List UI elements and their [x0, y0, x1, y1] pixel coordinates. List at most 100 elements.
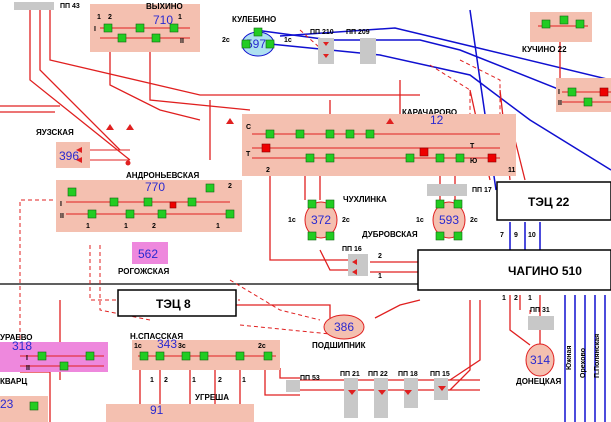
plant-tec22[interactable]: ТЭЦ 22 7 9 10 — [496, 181, 611, 239]
station-chukhlinka[interactable]: ЧУХЛИНКА 372 1с 2с — [288, 195, 387, 241]
station-nspasskaya-name: Н.СПАССКАЯ — [130, 332, 183, 341]
station-kulebino-name: КУЛЕБИНО — [232, 15, 276, 24]
feeder-markers — [76, 118, 446, 395]
pp209-label: ПП 209 — [346, 29, 370, 36]
svg-text:2: 2 — [164, 377, 168, 384]
svg-text:11: 11 — [508, 167, 516, 174]
plant-tec8[interactable]: ТЭЦ 8 — [117, 289, 237, 317]
point-pp16[interactable]: ПП 16 2 1 — [342, 246, 382, 280]
point-pp22[interactable]: ПП 22 — [368, 371, 388, 418]
point-pp18[interactable]: ПП 18 — [398, 371, 418, 408]
svg-text:1: 1 — [378, 273, 382, 280]
station-chukhlinka-num: 372 — [311, 213, 331, 227]
station-donetskaya[interactable]: 314 ДОНЕЦКАЯ — [516, 343, 562, 386]
station-ugresha[interactable]: УГРЕША 91 — [106, 393, 254, 422]
svg-text:1: 1 — [216, 223, 220, 230]
station-dubrovskaya-name: ДУБРОВСКАЯ — [362, 230, 418, 239]
station-vykhino[interactable]: ВЫХИНО 710 I II 1 2 1 — [90, 2, 200, 52]
point-pp210[interactable]: ПП 210 — [310, 29, 334, 64]
station-andronyevskaya-name: АНДРОНЬЕВСКАЯ — [126, 171, 199, 180]
svg-text:2: 2 — [378, 253, 382, 260]
svg-text:3с: 3с — [178, 343, 186, 350]
station-kvarts-name: КВАРЦ — [0, 377, 27, 386]
station-ugresha-num: 91 — [150, 403, 164, 417]
point-pp53[interactable]: ПП 53 — [286, 375, 320, 392]
svg-text:2: 2 — [108, 14, 112, 21]
station-chukhlinka-name: ЧУХЛИНКА — [343, 195, 387, 204]
station-karacharovo-num: 12 — [430, 113, 444, 127]
svg-text:Ю: Ю — [470, 158, 477, 165]
station-vykhino-name: ВЫХИНО — [146, 2, 183, 11]
svg-text:Т: Т — [470, 143, 475, 150]
svg-text:1: 1 — [178, 14, 182, 21]
svg-text:7: 7 — [500, 232, 504, 239]
svg-text:1: 1 — [150, 377, 154, 384]
svg-text:1с: 1с — [416, 217, 424, 224]
station-donetskaya-num: 314 — [530, 353, 550, 367]
station-karacharovo-name: КАРАЧАРОВО — [402, 108, 457, 117]
point-pp43[interactable]: ПП 43 — [14, 2, 80, 10]
station-karacharovo[interactable]: КАРАЧАРОВО 12 С Т Т Ю 2 11 — [242, 108, 516, 176]
station-nspasskaya[interactable]: Н.СПАССКАЯ 343 1с 3с 2с 1 2 1 2 1 — [130, 332, 280, 384]
pp18-label: ПП 18 — [398, 371, 418, 378]
svg-text:2с: 2с — [342, 217, 350, 224]
svg-text:1: 1 — [192, 377, 196, 384]
station-rogozhskaya[interactable]: 562 РОГОЖСКАЯ — [118, 242, 169, 276]
svg-text:2с: 2с — [258, 343, 266, 350]
station-kuchino[interactable]: КУЧИНО 22 — [522, 12, 592, 54]
svg-text:Т: Т — [246, 151, 251, 158]
svg-text:1: 1 — [502, 295, 506, 302]
station-podshipnik-num: 386 — [334, 320, 354, 334]
station-uraevo-name: УРАЕВО — [0, 333, 33, 342]
plant-chagino-name: ЧАГИНО 510 — [508, 264, 582, 278]
station-podshipnik[interactable]: 386 ПОДШИПНИК — [312, 314, 366, 350]
svg-text:I: I — [60, 201, 62, 208]
point-pp17[interactable]: ПП 17 — [427, 184, 492, 196]
svg-text:2: 2 — [218, 377, 222, 384]
station-uraevo-num: 318 — [12, 339, 32, 353]
svg-text:2: 2 — [514, 295, 518, 302]
station-andronyevskaya[interactable]: АНДРОНЬЕВСКАЯ 770 I II 2 1 1 2 1 — [56, 171, 242, 232]
pp15-label: ПП 15 — [430, 371, 450, 378]
station-yauzskaya[interactable]: ЯУЗСКАЯ 396 — [36, 128, 131, 168]
svg-text:II: II — [180, 38, 184, 45]
svg-text:II: II — [558, 100, 562, 107]
station-rogozhskaya-num: 562 — [138, 247, 158, 261]
station-dubrovskaya[interactable]: ДУБРОВСКАЯ 593 1с 2с — [362, 199, 478, 241]
station-nspasskaya-num: 343 — [157, 337, 177, 351]
pp17-label: ПП 17 — [472, 187, 492, 194]
svg-text:I: I — [94, 26, 96, 33]
station-right-panel: I II — [556, 78, 611, 112]
svg-text:2с: 2с — [222, 37, 230, 44]
label-yuzhnaya: Южная — [566, 346, 573, 370]
pp210-label: ПП 210 — [310, 29, 334, 36]
pp43-label: ПП 43 — [60, 3, 80, 10]
station-kvarts[interactable]: КВАРЦ 23 — [0, 377, 48, 422]
svg-text:1с: 1с — [134, 343, 142, 350]
point-pp21[interactable]: ПП 21 — [340, 371, 360, 418]
pp16-label: ПП 16 — [342, 246, 362, 253]
station-kulebino[interactable]: КУЛЕБИНО 597 2с 1с — [222, 15, 292, 57]
pp21-label: ПП 21 — [340, 371, 360, 378]
point-pp209[interactable]: ПП 209 — [346, 29, 376, 64]
svg-text:С: С — [246, 124, 251, 131]
svg-text:2: 2 — [228, 183, 232, 190]
plant-chagino[interactable]: ЧАГИНО 510 1 2 1 — [417, 249, 611, 302]
label-ppolyanskaya: П.Полянская — [594, 334, 601, 378]
station-andronyevskaya-num: 770 — [145, 180, 165, 194]
svg-text:I: I — [26, 355, 28, 362]
point-pp15[interactable]: ПП 15 — [430, 371, 450, 400]
station-kuchino-name: КУЧИНО 22 — [522, 45, 567, 54]
station-uraevo[interactable]: УРАЕВО 318 I II — [0, 333, 108, 372]
svg-text:9: 9 — [514, 232, 518, 239]
pp22-label: ПП 22 — [368, 371, 388, 378]
svg-text:1: 1 — [97, 14, 101, 21]
svg-text:II: II — [26, 365, 30, 372]
svg-text:II: II — [60, 213, 64, 220]
station-dubrovskaya-num: 593 — [439, 213, 459, 227]
svg-text:1: 1 — [86, 223, 90, 230]
point-pp31[interactable]: ПП 31 — [528, 307, 554, 330]
plant-tec22-name: ТЭЦ 22 — [528, 195, 570, 209]
svg-text:1: 1 — [242, 377, 246, 384]
station-kulebino-num: 597 — [246, 37, 266, 51]
